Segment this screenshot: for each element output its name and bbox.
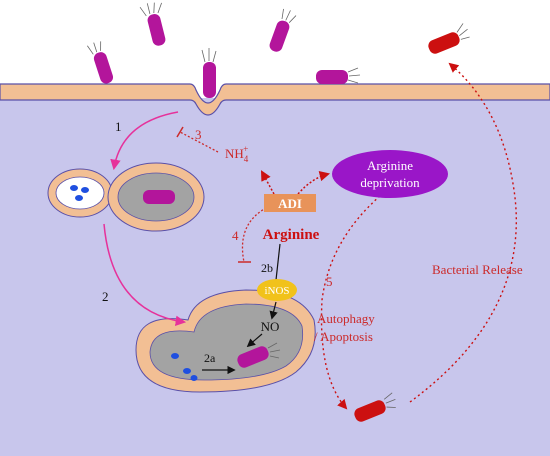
arrow-inos-to-no <box>269 301 278 320</box>
extracellular-bacterium <box>139 2 166 46</box>
adi-box <box>264 194 316 212</box>
label-arginine: Arginine <box>263 227 320 243</box>
label-arginine-deprivation-1: Arginine <box>367 158 413 173</box>
label-step-4: 4 <box>232 228 239 243</box>
inhibition-bar-3 <box>176 126 184 138</box>
inos-ellipse <box>257 279 297 301</box>
invading-bacterium <box>201 48 217 98</box>
cytoplasm <box>0 98 550 456</box>
inhibition-step-4 <box>241 205 271 263</box>
label-step-2: 2 <box>102 289 109 304</box>
label-step-2b: 2b <box>261 261 273 275</box>
label-step-5: 5 <box>326 274 333 289</box>
label-bacterial-release: Bacterial Release <box>432 262 523 277</box>
extracellular-bacterium <box>269 8 297 52</box>
arrow-bacterial-release <box>409 62 517 403</box>
plasma-membrane <box>0 83 550 116</box>
arginine-deprivation-ellipse <box>332 150 448 198</box>
label-adi: ADI <box>278 196 302 211</box>
label-autophagy: Autophagy <box>317 311 375 326</box>
label-no: NO <box>261 319 280 334</box>
bacterium-containing-vacuole <box>107 162 205 232</box>
released-bacterium <box>428 23 470 54</box>
label-apoptosis: / Apoptosis <box>314 329 373 344</box>
arrow-step-5 <box>320 195 381 410</box>
arrow-no-to-bacterium <box>246 333 263 348</box>
arrow-adi-to-nh4 <box>260 170 275 195</box>
extracellular-bacterium <box>87 41 114 84</box>
line-arginine-to-inos <box>275 243 281 281</box>
label-step-2a: 2a <box>204 351 216 365</box>
extracellular-bacterium <box>316 67 361 84</box>
arrow-step-1 <box>110 111 179 171</box>
label-nh4: NH4+ <box>225 144 249 164</box>
label-arginine-deprivation-2: deprivation <box>360 175 420 190</box>
escaped-bacterium <box>354 392 396 422</box>
arrow-step-2 <box>103 223 187 327</box>
arrow-adi-to-deprivation <box>297 170 331 195</box>
label-inos: iNOS <box>264 285 289 297</box>
label-step-1: 1 <box>115 119 122 134</box>
early-phagosome <box>47 168 113 218</box>
inhibition-step-3 <box>179 131 219 153</box>
label-step-3: 3 <box>195 127 202 142</box>
